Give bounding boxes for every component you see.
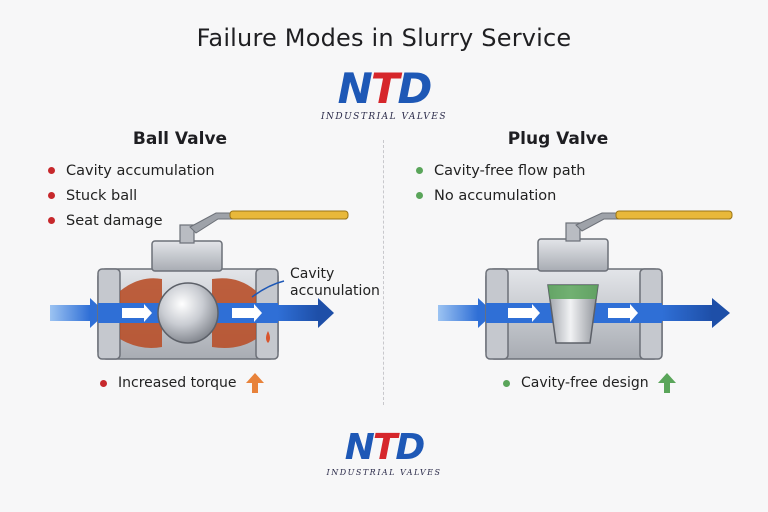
- bullet-dot-icon: [48, 167, 55, 174]
- list-item: Seat damage: [48, 208, 215, 233]
- ball-valve-illustration: [50, 210, 349, 360]
- logo-tagline: INDUSTRIAL VALVES: [326, 468, 442, 477]
- ball-valve-footer: Increased torque: [100, 372, 265, 394]
- cavity-callout: Cavity accunulation: [290, 266, 380, 299]
- list-item: Cavity-free flow path: [416, 158, 586, 183]
- logo-bottom: NTD INDUSTRIAL VALVES: [294, 427, 474, 478]
- list-item: No accumulation: [416, 183, 586, 208]
- list-item: Stuck ball: [48, 183, 215, 208]
- logo-tagline: INDUSTRIAL VALVES: [320, 112, 448, 122]
- plug-valve-heading: Plug Valve: [507, 129, 609, 149]
- flow-arrow-icon: [278, 298, 334, 328]
- bullet-dot-icon: [48, 217, 55, 224]
- ball-valve-heading: Ball Valve: [132, 129, 228, 149]
- bullet-dot-icon: [100, 379, 107, 387]
- plug-valve-illustration: [438, 210, 733, 360]
- column-divider: [383, 140, 384, 405]
- page-title: Failure Modes in Slurry Service: [196, 24, 572, 52]
- bullet-dot-icon: [48, 192, 55, 199]
- bullet-dot-icon: [503, 379, 510, 387]
- up-arrow-icon: [657, 373, 676, 393]
- logo-mark: NTD: [337, 64, 433, 113]
- up-arrow-icon: [245, 373, 264, 393]
- plug-valve-footer: Cavity-free design: [503, 372, 677, 394]
- bullet-dot-icon: [416, 192, 423, 199]
- ball-valve-bullets: Cavity accumulation Stuck ball Seat dama…: [48, 158, 215, 233]
- plug-valve-bullets: Cavity-free flow path No accumulation: [416, 158, 586, 208]
- logo-mark: NTD: [344, 427, 426, 468]
- logo-top: NTD INDUSTRIAL VALVES: [284, 64, 484, 123]
- list-item: Cavity accumulation: [48, 158, 215, 183]
- flow-arrow-icon: [662, 298, 730, 328]
- bullet-dot-icon: [416, 167, 423, 174]
